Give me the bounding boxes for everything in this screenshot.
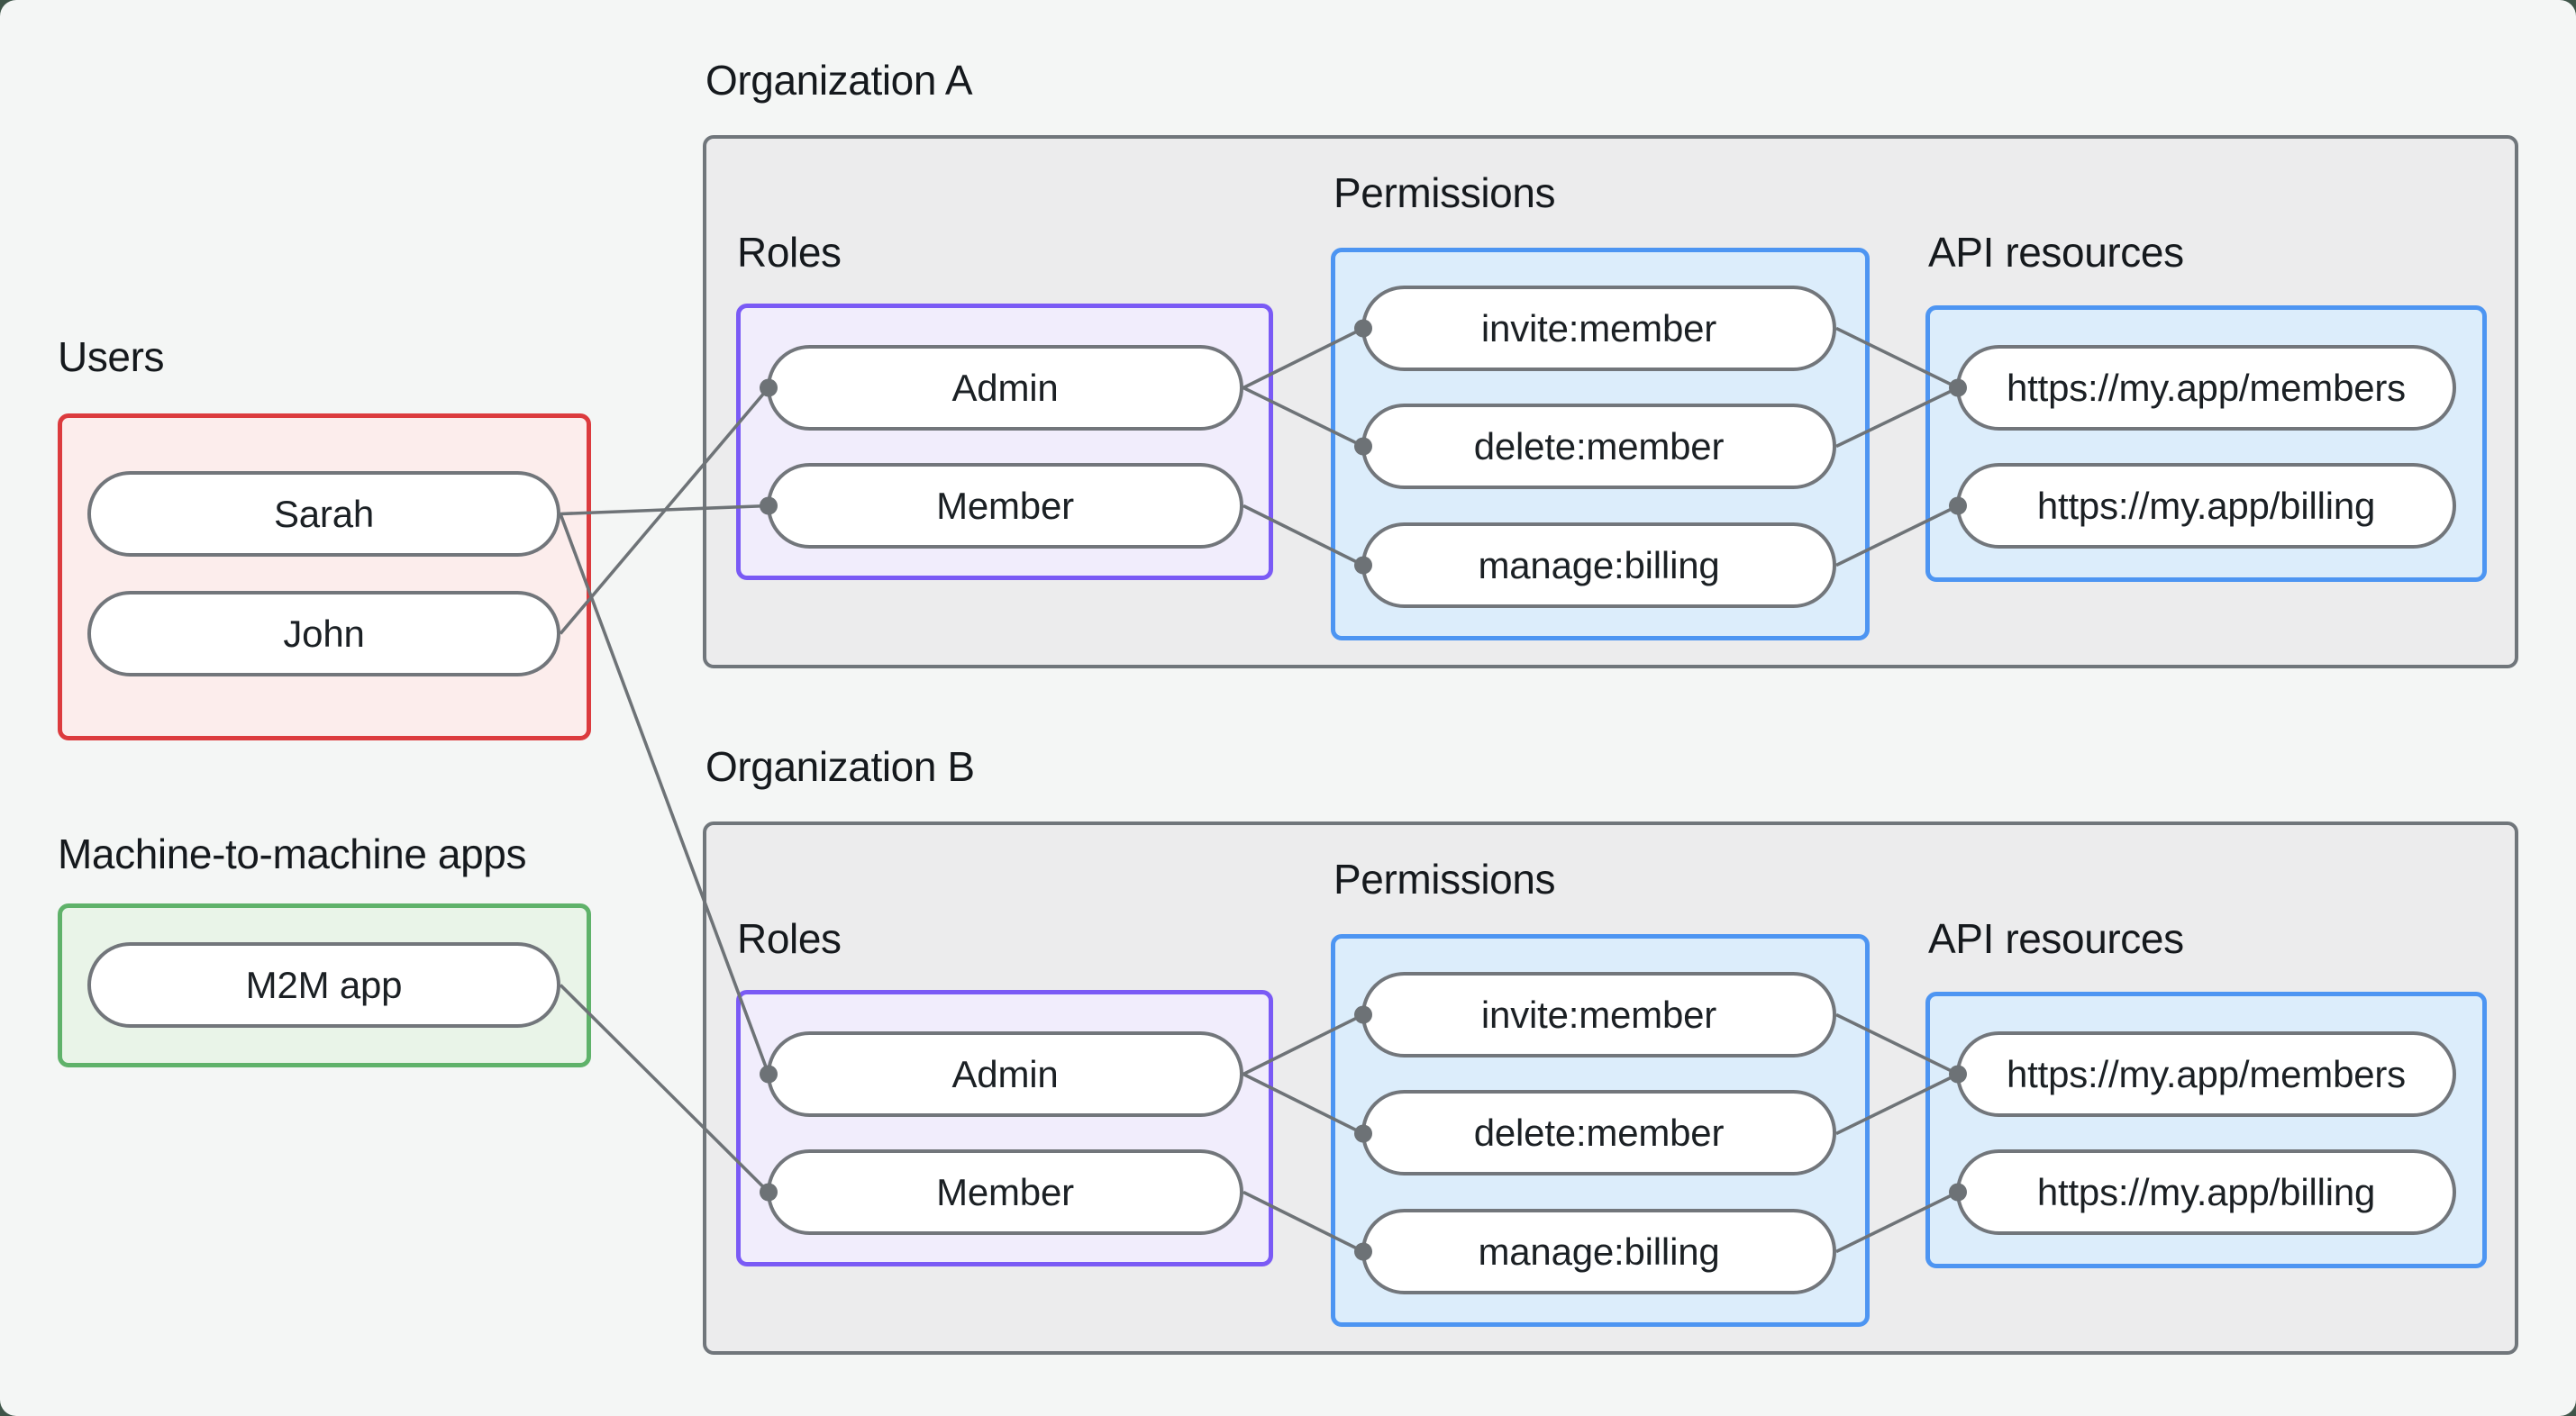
user-node-john: John: [87, 591, 560, 676]
api-node-billing: https://my.app/billing: [1956, 463, 2456, 549]
users-group-label: Users: [58, 333, 165, 380]
roles-label: Roles: [737, 915, 842, 962]
permission-node-invite-member: invite:member: [1361, 286, 1836, 371]
permission-node-delete-member: delete:member: [1361, 1090, 1836, 1175]
role-node-member: Member: [767, 1149, 1243, 1235]
permission-node-manage-billing: manage:billing: [1361, 1209, 1836, 1294]
user-node-sarah: Sarah: [87, 471, 560, 557]
api-node-members: https://my.app/members: [1956, 345, 2456, 431]
organization-a: Organization A Roles Admin Member Permis…: [703, 57, 2518, 668]
api-resources-label: API resources: [1928, 229, 2184, 276]
api-node-members: https://my.app/members: [1956, 1031, 2456, 1117]
roles-label: Roles: [737, 229, 842, 276]
users-group-box: [58, 413, 591, 740]
role-node-member: Member: [767, 463, 1243, 549]
permission-node-manage-billing: manage:billing: [1361, 522, 1836, 608]
permissions-label: Permissions: [1334, 856, 1556, 903]
permission-node-invite-member: invite:member: [1361, 972, 1836, 1057]
organization-b: Organization B Roles Admin Member Permis…: [703, 743, 2518, 1355]
api-node-billing: https://my.app/billing: [1956, 1149, 2456, 1235]
permissions-label: Permissions: [1334, 169, 1556, 216]
organization-b-title: Organization B: [705, 743, 975, 790]
m2m-group-label: Machine-to-machine apps: [58, 831, 527, 877]
permission-node-delete-member: delete:member: [1361, 404, 1836, 489]
organization-a-title: Organization A: [705, 57, 973, 104]
role-node-admin: Admin: [767, 1031, 1243, 1117]
role-node-admin: Admin: [767, 345, 1243, 431]
m2m-app-node: M2M app: [87, 942, 560, 1028]
api-resources-label: API resources: [1928, 915, 2184, 962]
